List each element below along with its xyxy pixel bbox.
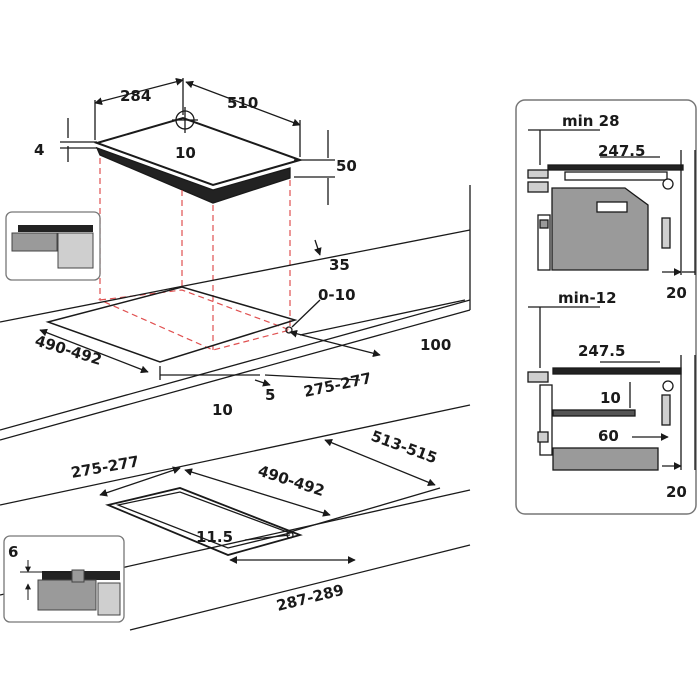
countertop-top	[0, 185, 471, 441]
hob-body	[95, 146, 291, 204]
hob-height-label: 50	[336, 157, 357, 175]
hob-depth-label: 284	[120, 87, 151, 105]
front-offset-label: 10	[212, 401, 233, 419]
cutout-depth-label: 490-492	[33, 332, 104, 369]
countertop-flush	[0, 404, 471, 631]
depth-clearance-label: 35	[329, 256, 350, 274]
hob-top-view	[60, 78, 335, 205]
oven-hob-depth-label: 247.5	[598, 142, 645, 160]
flush-detail-icon	[3, 535, 125, 623]
oven-installation	[527, 129, 696, 276]
flush-inner-depth-label: 490-492	[256, 462, 327, 500]
drawer-installation	[527, 306, 696, 471]
fixing-point	[285, 326, 293, 334]
drawer-wall-gap-label: 20	[666, 483, 687, 501]
oven-wall-gap-label: 20	[666, 284, 687, 302]
hob-center-label: 10	[175, 144, 196, 162]
rear-clearance-label: 100	[420, 336, 451, 354]
drawer-hob-depth-label: 247.5	[578, 342, 625, 360]
oven-min-gap-label: min 28	[562, 112, 620, 130]
inset-detail-icon	[5, 211, 101, 281]
crosshair-icon	[172, 107, 198, 133]
hob-width-label: 510	[227, 94, 258, 112]
tolerance-label: 0-10	[318, 286, 356, 304]
frame-width-label: 287-289	[275, 581, 346, 615]
cutout-width-label: 275-277	[302, 369, 373, 401]
glass-thickness-label: 4	[34, 141, 44, 159]
rebate-depth-label: 6	[8, 543, 18, 561]
flush-fixing-point	[286, 531, 294, 539]
drawer-min-gap-label: min-12	[558, 289, 617, 307]
drawer-gap-label: 60	[598, 427, 619, 445]
flush-outer-width-label: 513-515	[369, 427, 440, 467]
side-offset-label: 5	[265, 386, 275, 404]
rebate-label: 11.5	[196, 528, 233, 546]
drawer-panel-gap-label: 10	[600, 389, 621, 407]
